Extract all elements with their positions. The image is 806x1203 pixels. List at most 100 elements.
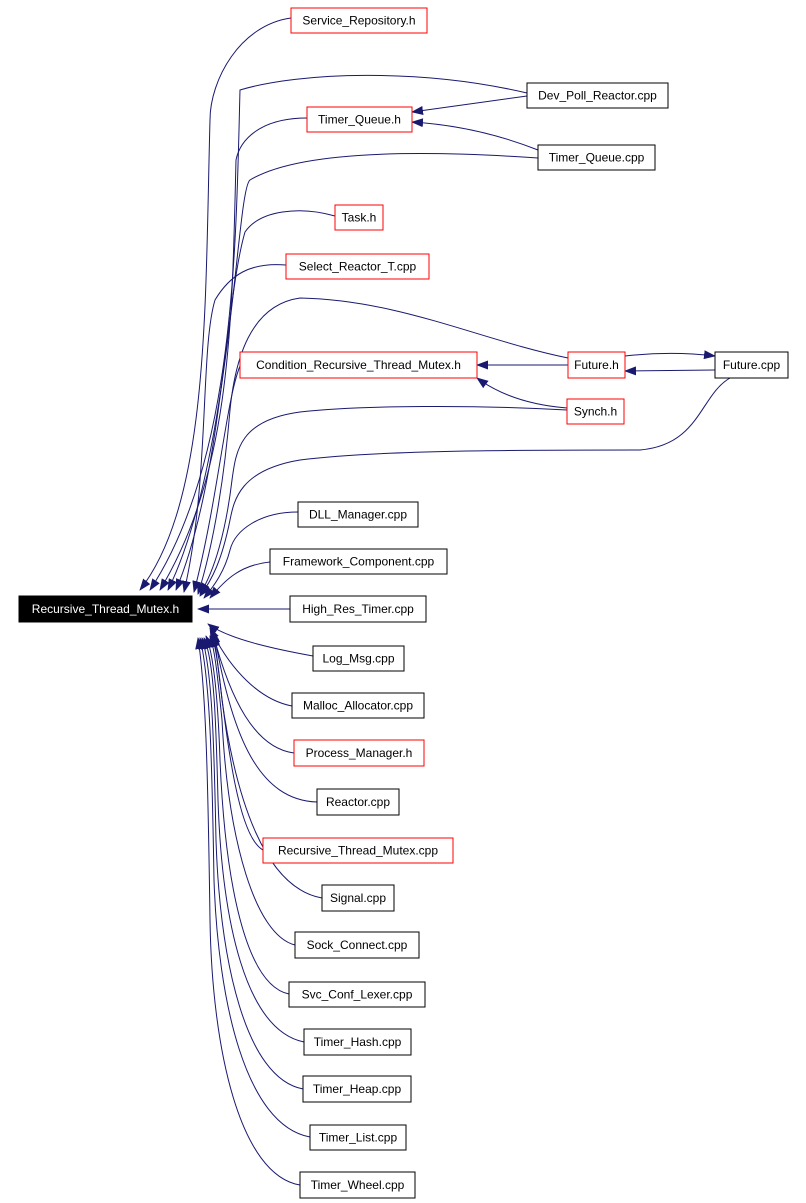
edge-timer-hash-to-root: [203, 637, 305, 1043]
edge-timer-wheel-to-root: [195, 637, 301, 1186]
edge-future-h-to-future-cpp: [624, 350, 716, 360]
node-box: [537, 144, 656, 171]
node-synch-h[interactable]: Synch.h: [566, 398, 625, 425]
nodes-layer: Recursive_Thread_Mutex.h Service_Reposito…: [18, 7, 789, 1199]
node-box: [269, 548, 448, 575]
node-label: Recursive_Thread_Mutex.h: [32, 602, 179, 616]
node-label: Future.cpp: [723, 358, 781, 372]
node-future-h[interactable]: Future.h: [567, 351, 626, 379]
node-timer-queue-h[interactable]: Timer_Queue.h: [306, 106, 413, 133]
node-label: Timer_Heap.cpp: [313, 1082, 402, 1096]
node-box: [18, 595, 193, 623]
node-box: [262, 837, 454, 864]
node-signal-cpp[interactable]: Signal.cpp: [321, 884, 395, 912]
node-box: [526, 82, 669, 109]
edge-timer-heap-to-root: [200, 637, 304, 1090]
node-box: [316, 788, 400, 816]
edges-layer: [139, 17, 731, 1186]
node-label: Timer_Queue.cpp: [549, 151, 645, 165]
node-box: [302, 1075, 412, 1103]
edge-future-h-to-root: [197, 297, 569, 595]
node-label: Select_Reactor_T.cpp: [299, 260, 417, 274]
node-svc-conf-lexer[interactable]: Svc_Conf_Lexer.cpp: [288, 981, 426, 1008]
node-reactor-cpp[interactable]: Reactor.cpp: [316, 788, 400, 816]
node-box: [299, 1171, 416, 1199]
node-box: [306, 106, 413, 133]
edge-timer-queue-cpp-to-root: [167, 152, 539, 591]
node-box: [312, 645, 405, 672]
edge-malloc-allocator-to-root: [209, 627, 293, 707]
edge-process-manager-to-root: [210, 629, 295, 754]
node-label: Recursive_Thread_Mutex.cpp: [278, 844, 438, 858]
node-timer-wheel[interactable]: Timer_Wheel.cpp: [299, 1171, 416, 1199]
node-high-res-timer[interactable]: High_Res_Timer.cpp: [289, 595, 427, 623]
edge-log-msg-to-root: [207, 623, 314, 657]
edge-signal-cpp-to-root: [211, 635, 323, 899]
node-box: [293, 739, 425, 767]
edge-reactor-cpp-to-root: [211, 631, 318, 803]
node-box: [288, 981, 426, 1008]
node-box: [309, 1124, 407, 1151]
node-label: DLL_Manager.cpp: [309, 508, 407, 522]
edge-sock-connect-to-root: [209, 635, 296, 946]
node-rtm-cpp[interactable]: Recursive_Thread_Mutex.cpp: [262, 837, 454, 864]
node-box: [334, 204, 384, 231]
node-sock-connect[interactable]: Sock_Connect.cpp: [294, 931, 420, 959]
node-malloc-allocator[interactable]: Malloc_Allocator.cpp: [291, 692, 425, 719]
node-label: Service_Repository.h: [302, 14, 415, 28]
node-box: [303, 1028, 412, 1056]
edge-synch-h-to-condition-rtm: [476, 377, 568, 409]
edge-dev-poll-reactor-to-root: [149, 74, 528, 591]
node-timer-hash[interactable]: Timer_Hash.cpp: [303, 1028, 412, 1056]
edge-framework-component-to-root: [209, 561, 271, 599]
node-service-repository[interactable]: Service_Repository.h: [290, 7, 428, 34]
node-label: Sock_Connect.cpp: [307, 938, 408, 952]
edge-future-cpp-to-root: [199, 377, 731, 597]
node-box: [285, 253, 430, 280]
node-label: Task.h: [342, 211, 377, 225]
node-task-h[interactable]: Task.h: [334, 204, 384, 231]
edge-condition-rtm-to-root: [192, 365, 241, 593]
node-framework-component[interactable]: Framework_Component.cpp: [269, 548, 448, 575]
edge-dev-poll-reactor-to-timer-queue-h: [411, 95, 528, 115]
node-label: Timer_Hash.cpp: [314, 1035, 402, 1049]
node-timer-list[interactable]: Timer_List.cpp: [309, 1124, 407, 1151]
node-timer-heap[interactable]: Timer_Heap.cpp: [302, 1075, 412, 1103]
node-label: Timer_Queue.h: [318, 113, 401, 127]
node-box: [297, 501, 419, 528]
node-box: [566, 398, 625, 425]
node-box: [290, 7, 428, 34]
node-dll-manager[interactable]: DLL_Manager.cpp: [297, 501, 419, 528]
node-label: Future.h: [574, 358, 619, 372]
node-box: [321, 884, 395, 912]
node-label: Timer_List.cpp: [319, 1131, 398, 1145]
node-dev-poll-reactor[interactable]: Dev_Poll_Reactor.cpp: [526, 82, 669, 109]
node-label: Framework_Component.cpp: [283, 555, 435, 569]
node-box: [714, 351, 789, 379]
node-condition-rtm[interactable]: Condition_Recursive_Thread_Mutex.h: [239, 351, 478, 379]
node-label: Svc_Conf_Lexer.cpp: [302, 988, 413, 1002]
node-timer-queue-cpp[interactable]: Timer_Queue.cpp: [537, 144, 656, 171]
edge-timer-queue-cpp-to-timer-queue-h: [411, 118, 539, 151]
edge-future-cpp-to-future-h: [624, 366, 716, 376]
node-label: Timer_Wheel.cpp: [311, 1178, 405, 1192]
node-label: Malloc_Allocator.cpp: [303, 699, 413, 713]
node-log-msg[interactable]: Log_Msg.cpp: [312, 645, 405, 672]
node-box: [239, 351, 478, 379]
edge-svc-conf-lexer-to-root: [205, 635, 290, 995]
node-label: High_Res_Timer.cpp: [302, 602, 414, 616]
node-process-manager[interactable]: Process_Manager.h: [293, 739, 425, 767]
edge-service-repository-to-root: [139, 17, 292, 591]
edge-synch-h-to-root: [199, 405, 568, 595]
node-label: Dev_Poll_Reactor.cpp: [538, 89, 657, 103]
node-future-cpp[interactable]: Future.cpp: [714, 351, 789, 379]
node-box: [294, 931, 420, 959]
edge-rtm-cpp-to-root: [210, 633, 264, 851]
node-label: Log_Msg.cpp: [322, 652, 394, 666]
node-label: Synch.h: [574, 405, 617, 419]
edge-select-reactor-t-to-root: [182, 264, 287, 593]
node-select-reactor-t[interactable]: Select_Reactor_T.cpp: [285, 253, 430, 280]
node-label: Process_Manager.h: [306, 746, 413, 760]
edge-timer-list-to-root: [198, 637, 311, 1138]
